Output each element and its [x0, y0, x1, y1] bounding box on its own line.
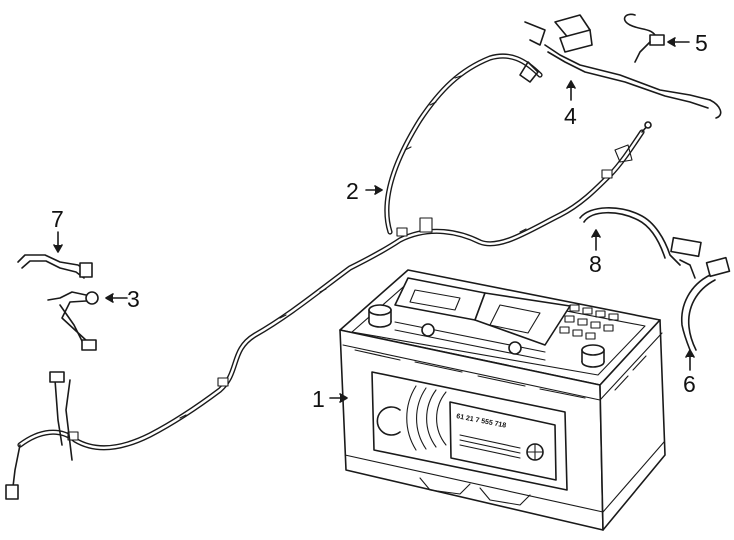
callout-1: 1: [312, 386, 325, 412]
callout-6: 6: [683, 371, 696, 397]
cable-part-6: [680, 256, 731, 351]
callout-8: 8: [589, 251, 602, 277]
wiring-harness-part-4: [519, 14, 722, 119]
cable-part-7: [17, 254, 93, 279]
cable-part-3: [47, 291, 99, 351]
callout-leaders: [53, 37, 695, 403]
battery-cable-main: [5, 53, 652, 500]
callout-3: 3: [127, 286, 140, 312]
callout-7: 7: [51, 206, 64, 232]
callout-2: 2: [346, 178, 359, 204]
callout-5: 5: [695, 30, 708, 56]
battery-terminal-negative: [368, 304, 392, 328]
callout-4: 4: [564, 103, 577, 129]
battery-terminal-positive: [581, 344, 605, 368]
cable-part-8: [579, 207, 702, 279]
battery: 61 21 7 555 718: [339, 269, 666, 531]
connector-part-5: [623, 13, 665, 63]
